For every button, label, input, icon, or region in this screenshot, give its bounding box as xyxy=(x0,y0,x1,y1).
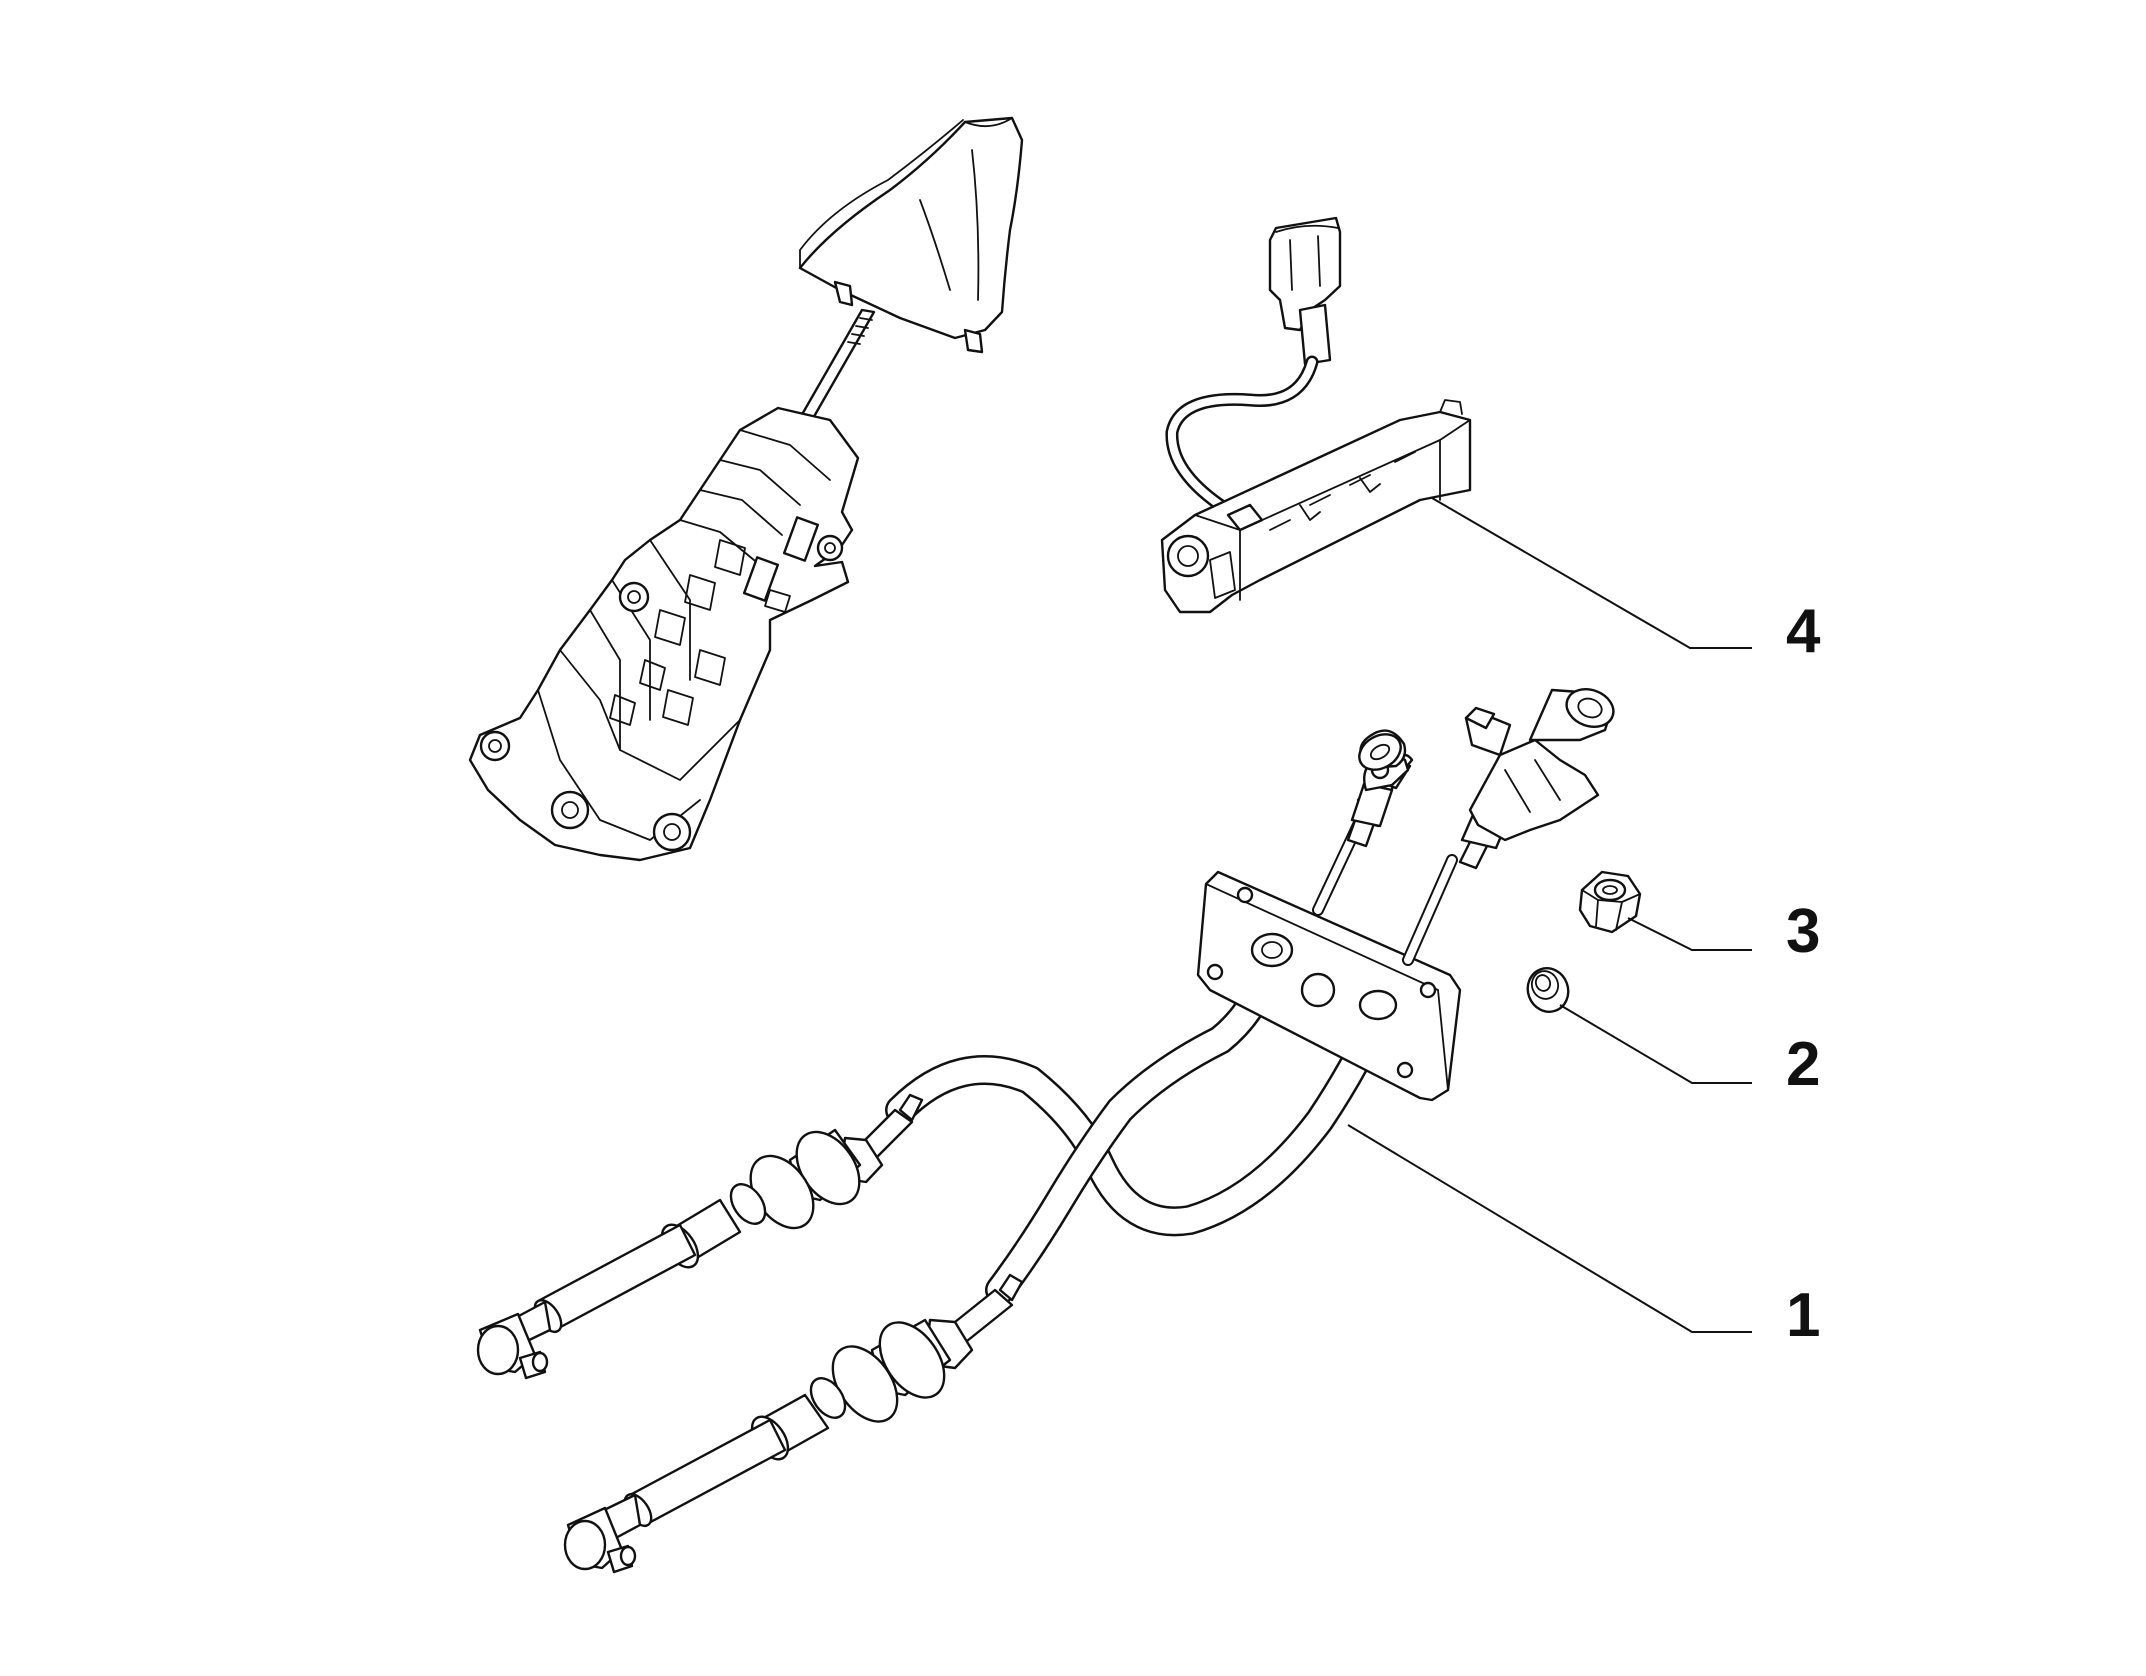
callout-1: 1 xyxy=(1786,1281,1820,1350)
gear-lever-boot xyxy=(798,116,1024,354)
callout-labels: 4 3 2 1 xyxy=(1786,597,1821,1350)
leader-lines xyxy=(1347,497,1752,1333)
gear-lever-shaft xyxy=(798,308,876,422)
leader-4 xyxy=(1431,497,1752,649)
callout-3: 3 xyxy=(1786,897,1820,966)
leader-3 xyxy=(1627,917,1752,951)
callout-4: 4 xyxy=(1786,597,1821,666)
callout-2: 2 xyxy=(1786,1030,1820,1099)
leader-1 xyxy=(1347,1124,1752,1333)
nut xyxy=(1578,870,1642,934)
switch-connector xyxy=(1268,216,1342,366)
switch-body xyxy=(1160,399,1472,614)
cable-assembly xyxy=(476,687,1615,1574)
washer xyxy=(1526,967,1570,1013)
leader-2 xyxy=(1559,1004,1752,1084)
gear-shift-housing xyxy=(468,406,860,862)
